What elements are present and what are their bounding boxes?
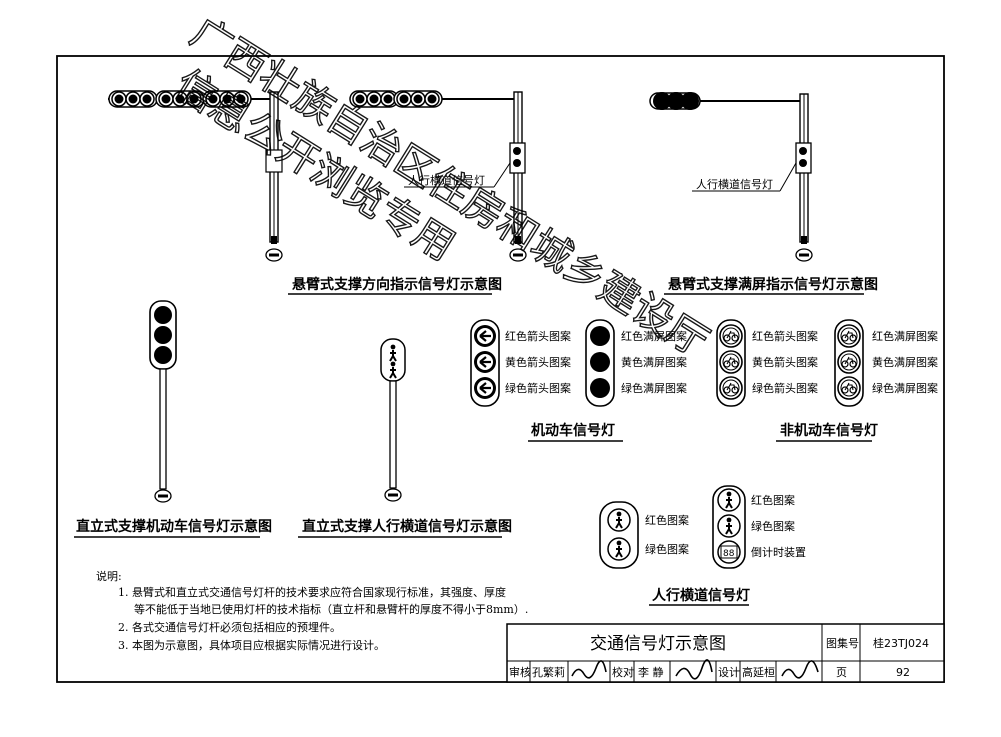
- ped-two-red: 红色图案: [645, 513, 689, 527]
- motor-full-green: 绿色满屏图案: [621, 381, 687, 395]
- cantilever-full-pole: [649, 92, 813, 262]
- check-label: 校对: [612, 665, 634, 679]
- motor-full-signal: [585, 319, 615, 407]
- motor-arrow-signal: [470, 319, 500, 407]
- callout-ped-light-1: 人行横道信号灯: [408, 173, 485, 187]
- reviewer-signature: [571, 660, 607, 679]
- note-3: 3. 本图为示意图，具体项目应根据实际情况进行设计。: [118, 638, 385, 652]
- design-label: 设计: [718, 666, 740, 679]
- countdown-digits: 88: [723, 549, 735, 559]
- checker-name: 李 静: [638, 665, 664, 679]
- motor-full-yellow: 黄色满屏图案: [621, 355, 687, 369]
- caption-ped-signal: 人行横道信号灯: [652, 587, 750, 604]
- designer-signature: [781, 660, 819, 679]
- atlas-number: 桂23TJ024: [873, 636, 929, 650]
- nonmotor-arrow-signal: [716, 319, 746, 407]
- note-2: 2. 各式交通信号灯杆必须包括相应的预埋件。: [118, 620, 341, 634]
- upright-motor-pole: [149, 300, 177, 503]
- ped-two-signal: [599, 501, 639, 569]
- caption-upright-motor: 直立式支撑机动车信号灯示意图: [76, 518, 272, 535]
- nonmotor-arrow-green: 绿色箭头图案: [752, 381, 818, 395]
- title-block-title: 交通信号灯示意图: [590, 634, 726, 654]
- note-1: 1. 悬臂式和直立式交通信号灯杆的技术要求应符合国家现行标准，其强度、厚度: [118, 585, 506, 599]
- nonmotor-full-red: 红色满屏图案: [872, 329, 938, 343]
- note-1-cont: 等不能低于当地已使用灯杆的技术指标（直立杆和悬臂杆的厚度不得小于8mm）.: [134, 602, 528, 616]
- cantilever-direction-pole: [108, 91, 283, 262]
- ped-three-countdown: 倒计时装置: [751, 546, 806, 559]
- caption-upright-ped: 直立式支撑人行横道信号灯示意图: [302, 518, 512, 535]
- cantilever-direction-ped-pole: [350, 91, 527, 262]
- ped-three-green: 绿色图案: [751, 519, 795, 533]
- nonmotor-full-yellow: 黄色满屏图案: [872, 355, 938, 369]
- page-label: 页: [836, 666, 847, 679]
- caption-motor-signal: 机动车信号灯: [531, 422, 615, 439]
- nonmotor-full-green: 绿色满屏图案: [872, 381, 938, 395]
- nonmotor-arrow-red: 红色箭头图案: [752, 329, 818, 343]
- page-number: 92: [896, 666, 910, 679]
- motor-arrow-green: 绿色箭头图案: [505, 381, 571, 395]
- reviewer-name: 孔繁莉: [532, 665, 565, 679]
- upright-ped-pole: [380, 338, 406, 502]
- caption-cantilever-full: 悬臂式支撑满屏指示信号灯示意图: [667, 276, 878, 293]
- callout-ped-light-2: 人行横道信号灯: [696, 177, 773, 191]
- checker-signature: [675, 659, 713, 680]
- review-label: 审核: [509, 665, 531, 679]
- drawing-frame: [56, 55, 945, 683]
- nonmotor-full-signal: [834, 319, 864, 407]
- watermark: 广西壮族自治区住房和城乡建设厅 信息公开浏览专用: [166, 9, 717, 367]
- ped-three-red: 红色图案: [751, 493, 795, 507]
- title-block: [506, 623, 945, 683]
- ped-two-green: 绿色图案: [645, 542, 689, 556]
- caption-cantilever-direction: 悬臂式支撑方向指示信号灯示意图: [291, 276, 502, 293]
- motor-arrow-yellow: 黄色箭头图案: [505, 355, 571, 369]
- atlas-label: 图集号: [826, 636, 859, 650]
- ped-three-signal: 88: [712, 485, 746, 569]
- caption-nonmotor-signal: 非机动车信号灯: [780, 422, 878, 439]
- watermark-line-1: 广西壮族自治区住房和城乡建设厅: [183, 9, 716, 366]
- motor-full-red: 红色满屏图案: [621, 329, 687, 343]
- designer-name: 高延桓: [742, 665, 775, 679]
- nonmotor-arrow-yellow: 黄色箭头图案: [752, 355, 818, 369]
- motor-arrow-red: 红色箭头图案: [505, 329, 571, 343]
- notes-heading: 说明:: [96, 569, 122, 583]
